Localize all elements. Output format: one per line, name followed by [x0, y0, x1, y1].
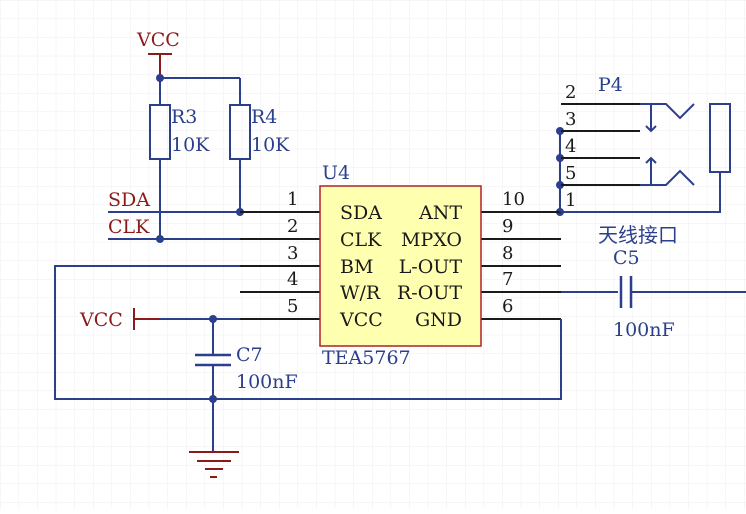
pin-name: R-OUT	[397, 282, 462, 304]
pin-name: GND	[415, 309, 462, 331]
c5-value: 100nF	[613, 319, 675, 341]
jack-outline	[640, 103, 731, 186]
r3-value: 10K	[171, 134, 210, 156]
ground-icon	[189, 451, 239, 478]
pin-name: BM	[340, 256, 373, 278]
pin-number: 7	[502, 269, 513, 290]
p4-pin-number: 5	[565, 163, 576, 184]
pin-number: 5	[287, 296, 298, 317]
vcc-c7-wires	[160, 318, 240, 452]
net-label-sda: SDA	[108, 189, 150, 211]
r4-designator: R4	[251, 106, 277, 128]
p4-pin-number: 1	[565, 190, 576, 211]
vcc-left-label: VCC	[79, 309, 123, 331]
p4-pin-number: 3	[565, 109, 576, 130]
junction-dots	[156, 74, 564, 403]
p4-pin-number: 2	[565, 82, 576, 103]
ground-loop-wire	[54, 265, 562, 400]
pin-name: SDA	[340, 202, 382, 224]
p4-designator: P4	[598, 74, 623, 96]
pin-name: ANT	[418, 202, 462, 224]
antenna-wire	[561, 172, 721, 213]
pin-number: 6	[502, 296, 513, 317]
pin-number: 4	[287, 269, 298, 290]
resistor-r3: R3 10K	[149, 104, 210, 160]
pin-name: MPXO	[401, 229, 462, 251]
pin-number: 2	[287, 216, 298, 237]
ic-designator: U4	[322, 162, 350, 184]
pin-number: 10	[502, 189, 525, 210]
pin-number: 9	[502, 216, 513, 237]
vcc-power-left: VCC	[79, 308, 160, 331]
pin-number: 3	[287, 243, 298, 264]
p4-pin-number: 4	[565, 136, 576, 157]
connector-p4: P4 2 3 4 5 1 天线接口	[559, 74, 731, 247]
net-label-clk: CLK	[108, 216, 150, 238]
c7-value: 100nF	[236, 371, 298, 393]
capacitor-c5: C5 100nF	[613, 247, 675, 341]
capacitor-c7: C7 100nF	[195, 344, 298, 393]
resistor-r4: R4 10K	[229, 104, 290, 160]
r3-designator: R3	[171, 106, 197, 128]
pin-number: 1	[287, 189, 298, 210]
antenna-interface-label: 天线接口	[598, 223, 678, 247]
pin-name: L-OUT	[399, 256, 463, 278]
c7-designator: C7	[236, 344, 263, 366]
ic-left-pin-lines	[240, 211, 320, 320]
pin-name: VCC	[339, 309, 383, 331]
ic-part-number: TEA5767	[322, 347, 411, 369]
ic-body-tea5767	[319, 185, 482, 347]
pin-number: 8	[502, 243, 513, 264]
pin-name: CLK	[340, 229, 382, 251]
pin-name: W/R	[340, 282, 381, 304]
c5-designator: C5	[613, 247, 640, 269]
ic-right-pin-lines	[481, 211, 561, 320]
r4-value: 10K	[251, 134, 290, 156]
vcc-top-label: VCC	[136, 29, 180, 51]
